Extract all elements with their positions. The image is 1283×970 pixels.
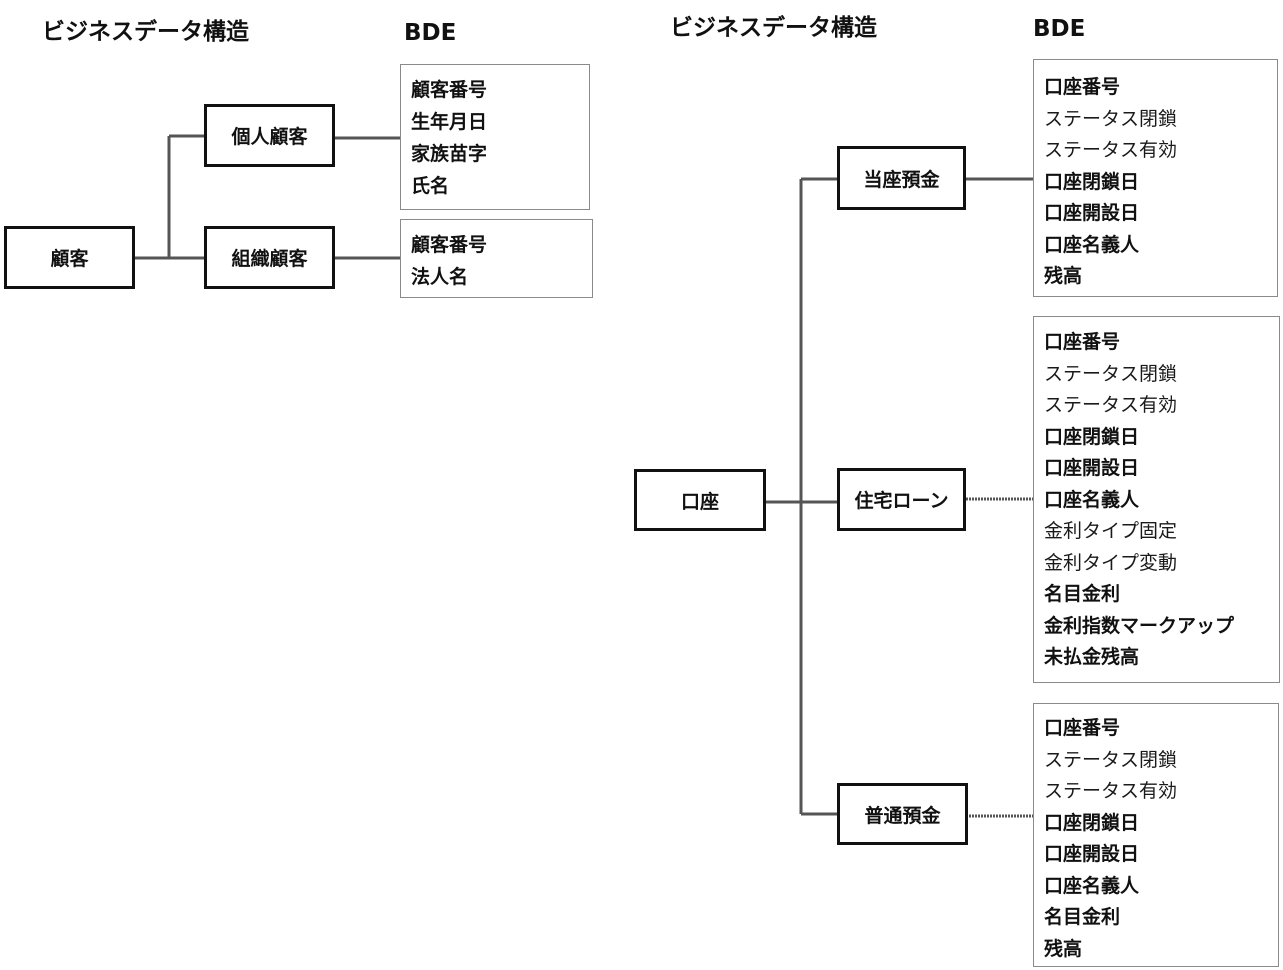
node-organization-customer: 組織顧客 bbox=[204, 226, 335, 289]
right-header-bde: BDE bbox=[1033, 16, 1086, 42]
bde-item: ステータス有効 bbox=[1044, 139, 1178, 161]
bde-item: 名目金利 bbox=[1044, 583, 1121, 605]
bde-item: 口座閉鎖日 bbox=[1044, 425, 1140, 448]
bde-box-savings-deposit: 口座番号ステータス閉鎖ステータス有効口座閉鎖日口座開設日口座名義人名目金利残高 bbox=[1033, 703, 1279, 967]
bde-item: 名目金利 bbox=[1044, 906, 1121, 928]
bde-item: 口座名義人 bbox=[1044, 488, 1140, 511]
bde-item: 金利指数マークアップ bbox=[1044, 614, 1235, 637]
bde-item: 生年月日 bbox=[411, 111, 488, 133]
bde-item: 残高 bbox=[1044, 937, 1083, 960]
bde-item: ステータス閉鎖 bbox=[1044, 748, 1178, 771]
bde-item: 金利タイプ固定 bbox=[1044, 520, 1178, 542]
bde-item: 氏名 bbox=[411, 175, 450, 197]
bde-item: 未払金残高 bbox=[1044, 646, 1140, 668]
bde-item: 顧客番号 bbox=[411, 234, 488, 256]
bde-item: 金利タイプ変動 bbox=[1044, 551, 1178, 574]
bde-item: 法人名 bbox=[411, 266, 469, 288]
bde-item: 家族苗字 bbox=[411, 143, 488, 165]
bde-box-organization-customer: 顧客番号法人名 bbox=[400, 219, 593, 298]
bde-box-mortgage-loan: 口座番号ステータス閉鎖ステータス有効口座閉鎖日口座開設日口座名義人金利タイプ固定… bbox=[1033, 316, 1280, 683]
bde-item: ステータス有効 bbox=[1044, 780, 1178, 802]
bde-item: ステータス閉鎖 bbox=[1044, 362, 1178, 385]
bde-item: ステータス有効 bbox=[1044, 394, 1178, 416]
bde-item: 口座開設日 bbox=[1044, 457, 1140, 479]
bde-item: 残高 bbox=[1044, 265, 1083, 287]
bde-item: ステータス閉鎖 bbox=[1044, 107, 1178, 130]
bde-item: 口座名義人 bbox=[1044, 233, 1140, 256]
left-header-bde: BDE bbox=[404, 20, 457, 46]
node-mortgage-loan: 住宅ローン bbox=[837, 468, 966, 531]
bde-item: 口座開設日 bbox=[1044, 843, 1140, 865]
bde-item: 口座閉鎖日 bbox=[1044, 170, 1140, 193]
bde-item: 口座番号 bbox=[1044, 331, 1121, 353]
bde-item: 口座名義人 bbox=[1044, 874, 1140, 897]
bde-item: 顧客番号 bbox=[411, 79, 488, 101]
node-customer: 顧客 bbox=[4, 226, 135, 289]
left-header-structure: ビジネスデータ構造 bbox=[42, 19, 249, 45]
node-individual-customer: 個人顧客 bbox=[204, 104, 335, 167]
node-checking-deposit: 当座預金 bbox=[837, 146, 966, 210]
bde-item: 口座番号 bbox=[1044, 717, 1121, 739]
bde-item: 口座開設日 bbox=[1044, 202, 1140, 224]
node-account: 口座 bbox=[634, 469, 766, 531]
bde-item: 口座番号 bbox=[1044, 76, 1121, 98]
right-header-structure: ビジネスデータ構造 bbox=[670, 15, 877, 41]
node-savings-deposit: 普通預金 bbox=[837, 783, 968, 845]
bde-box-individual-customer: 顧客番号生年月日家族苗字氏名 bbox=[400, 64, 590, 210]
bde-item: 口座閉鎖日 bbox=[1044, 811, 1140, 834]
bde-box-checking-deposit: 口座番号ステータス閉鎖ステータス有効口座閉鎖日口座開設日口座名義人残高 bbox=[1033, 59, 1278, 297]
